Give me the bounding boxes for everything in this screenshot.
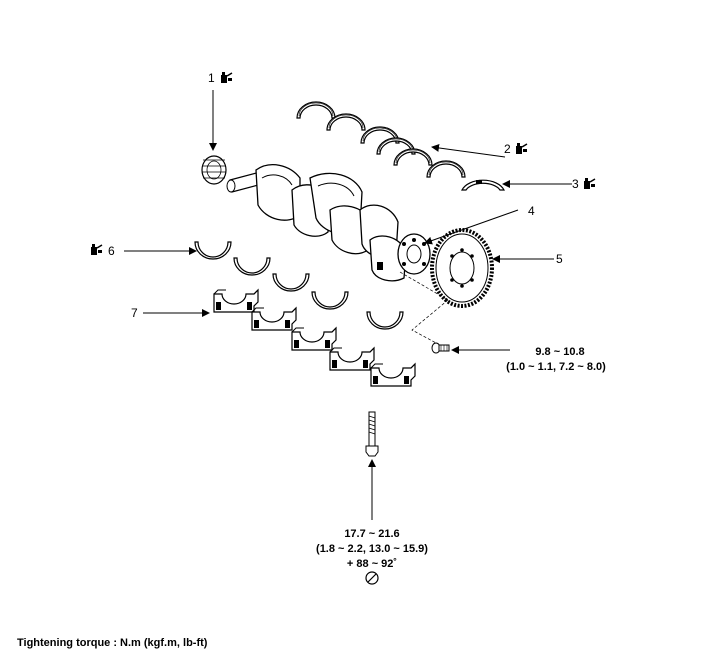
tightening-torque-legend: Tightening torque : N.m (kgf.m, lb-ft) — [17, 637, 208, 649]
cap-bolt-torque-alt: (1.8 ~ 2.2, 13.0 ~ 15.9) — [316, 543, 428, 555]
do-not-reuse-icon — [365, 571, 379, 585]
callout-7-number: 7 — [131, 306, 138, 320]
flywheel-bolt-torque-alt: (1.0 ~ 1.1, 7.2 ~ 8.0) — [506, 361, 606, 373]
callout-2-number: 2 — [504, 142, 511, 156]
cap-bolt-torque-nm: 17.7 ~ 21.6 — [344, 528, 399, 540]
main-bearing-cap-bolt — [365, 411, 379, 457]
drive-plate — [430, 228, 494, 308]
crankshaft-sprocket — [201, 155, 227, 185]
flywheel-bolt — [431, 342, 450, 354]
thrust-bearing — [461, 179, 505, 191]
callout-6-number: 6 — [108, 244, 115, 258]
oil-can-icon — [220, 71, 233, 84]
cap-bolt-angle: + 88 ~ 92˚ — [347, 558, 397, 570]
leader-4 — [424, 209, 519, 245]
upper-bearing-shells — [296, 101, 466, 178]
crankshaft — [226, 164, 431, 282]
callout-3-number: 3 — [572, 177, 579, 191]
oil-can-icon — [90, 243, 103, 256]
leader-2 — [431, 143, 506, 158]
callout-1-number: 1 — [208, 71, 215, 85]
flywheel-bolt-torque-nm: 9.8 ~ 10.8 — [535, 346, 584, 358]
main-bearing-caps — [213, 289, 416, 387]
callout-4-number: 4 — [528, 204, 535, 218]
oil-can-icon — [515, 142, 528, 155]
callout-5-number: 5 — [556, 252, 563, 266]
bolt-guide-lines — [399, 271, 449, 345]
oil-can-icon — [583, 177, 596, 190]
